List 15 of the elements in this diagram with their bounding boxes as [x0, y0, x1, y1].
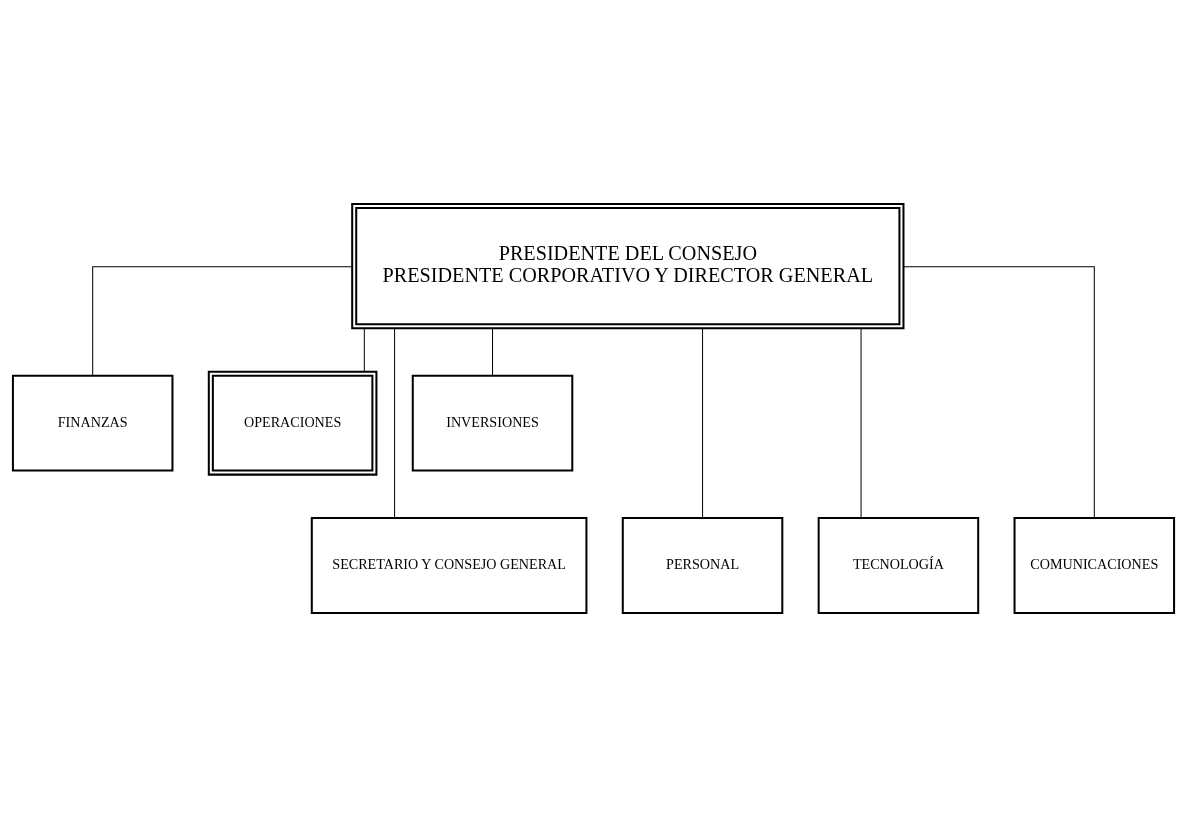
connector [702, 327, 704, 518]
node-box: INVERSIONES [411, 374, 574, 472]
node-box: SECRETARIO Y CONSEJO GENERAL [310, 516, 588, 614]
node-box: TECNOLOGÍA [817, 516, 980, 614]
node-box: COMUNICACIONES [1013, 516, 1176, 614]
connector [92, 265, 353, 376]
node-box: PRESIDENTE DEL CONSEJO PRESIDENTE CORPORATIVO Y DIRECTOR GENERAL [351, 202, 905, 329]
node-box: PERSONAL [621, 516, 784, 614]
node-box: FINANZAS [11, 374, 174, 472]
node-box: OPERACIONES [207, 370, 378, 476]
connector [394, 327, 396, 518]
connector [860, 327, 862, 518]
connector [903, 265, 1095, 518]
connector [492, 327, 494, 376]
connector [363, 327, 365, 372]
